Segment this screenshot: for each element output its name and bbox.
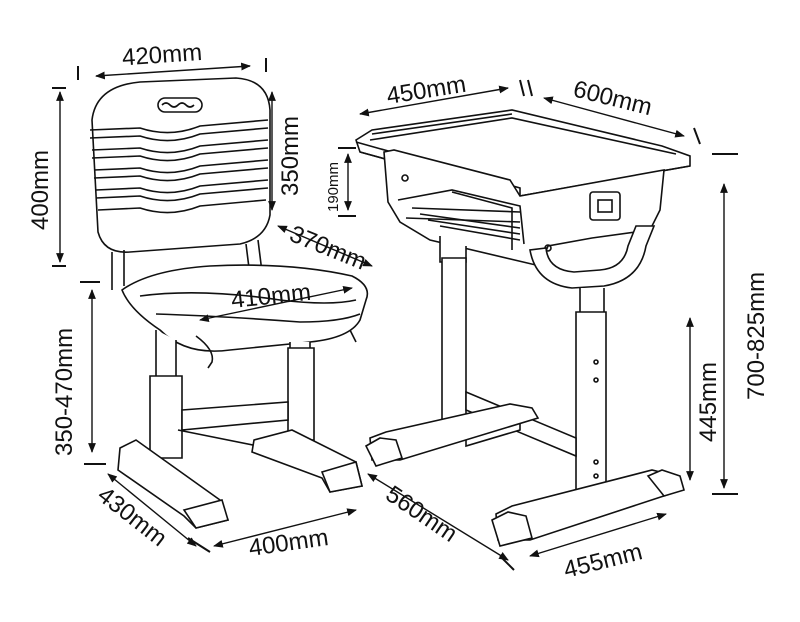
chair-backrest (89, 77, 271, 253)
desk-top-depth-label: 450mm (385, 71, 468, 110)
chair-dimension-lines (52, 58, 373, 553)
chair-seat-height-range-label: 350-470mm (51, 328, 78, 456)
desk-height-range-label: 700-825mm (743, 272, 770, 400)
chair-back-height-label: 400mm (27, 150, 54, 230)
desk-drawer-height-label: 190mm (325, 162, 342, 212)
desk-dimension-lines (338, 79, 738, 571)
desk-leg-height-label: 445mm (695, 362, 722, 442)
desk-base-width-label: 455mm (561, 538, 645, 584)
chair-base-width-label: 400mm (247, 524, 330, 562)
desk-base-depth-label: 560mm (381, 481, 462, 548)
desk-top-width-label: 600mm (571, 76, 655, 122)
chair-back-width-label: 420mm (121, 39, 203, 72)
desk-drawer (383, 149, 665, 267)
desk-drawing (355, 109, 691, 547)
chair-back-inner-height-label: 350mm (277, 116, 304, 196)
chair-drawing (89, 77, 369, 529)
